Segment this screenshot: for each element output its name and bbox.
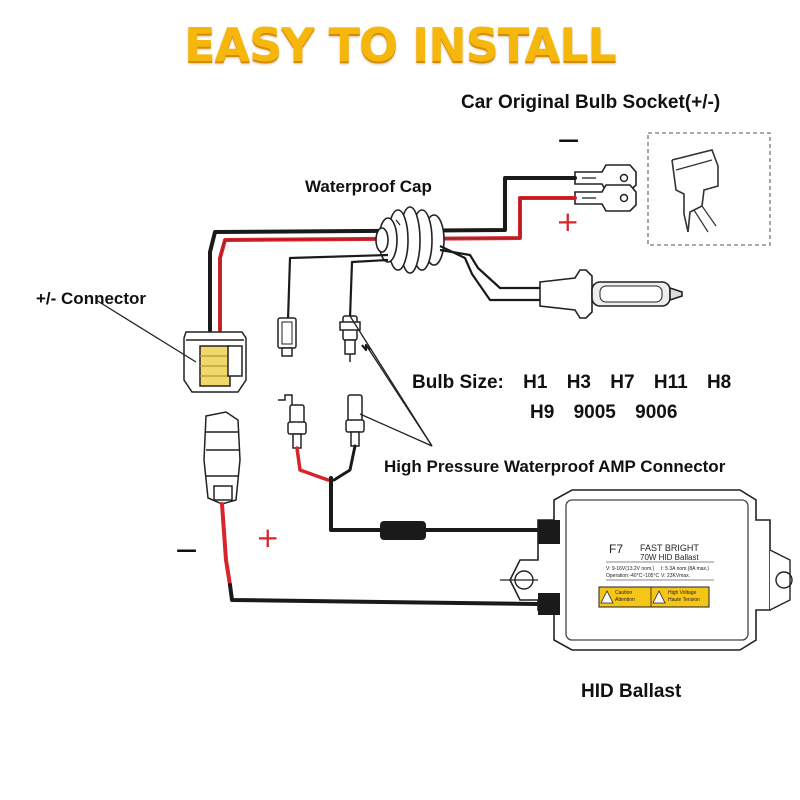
power-wires: [208, 176, 577, 332]
ballast-input-wires: [220, 502, 540, 606]
plus-minus-connector-lower: [203, 411, 241, 505]
plus-sign-ballast: +: [256, 521, 280, 554]
ballast-spec: I: 5.3A nom.(8A max.): [661, 566, 710, 572]
plus-sign-socket: +: [556, 205, 580, 238]
ballast-warning: Haute Tension: [668, 597, 700, 603]
hid-bulb: [539, 269, 683, 319]
ballast-warning: Caution: [615, 590, 633, 596]
minus-sign-ballast: −: [174, 533, 200, 568]
bulb-cables: [286, 245, 575, 352]
amp-connectors-upper: [277, 315, 361, 362]
ballast-model: F7: [609, 542, 624, 556]
bulb-size-label: Bulb Size:: [412, 372, 504, 393]
waterproof-cap: [375, 206, 445, 274]
bulb-size-item: H3: [566, 372, 591, 393]
bulb-size-row-2: H9 9005 9006: [530, 402, 691, 424]
amp-connectors-lower: [278, 394, 365, 449]
ballast-output-wires: [295, 444, 540, 540]
spade-terminals: [574, 164, 637, 212]
ballast-brand: FAST BRIGHT: [640, 543, 699, 553]
ballast-product: 70W HID Ballast: [640, 553, 699, 562]
hid-ballast: [500, 489, 793, 651]
ballast-warning: High Voltage: [668, 590, 697, 596]
ballast-spec: Operation:-40°C~105°C: [606, 573, 660, 579]
bulb-socket: [647, 132, 771, 246]
bulb-size-item: 9005: [573, 402, 616, 423]
bulb-size-row-1: Bulb Size: H1 H3 H7 H11 H8: [412, 372, 745, 394]
minus-sign-socket: −: [556, 123, 582, 158]
connector-label: +/- Connector: [36, 289, 147, 308]
amp-connector-label: High Pressure Waterproof AMP Connector: [384, 457, 726, 476]
waterproof-cap-label: Waterproof Cap: [305, 177, 432, 196]
headline: EASY TO INSTALL: [184, 18, 617, 72]
ballast-spec: V: 23KVmax.: [661, 573, 690, 579]
bulb-size-item: H9: [530, 402, 555, 423]
bulb-size-item: 9006: [635, 402, 678, 423]
bulb-size-item: H11: [653, 372, 688, 393]
bulb-size-item: H1: [523, 372, 548, 393]
plus-minus-connector-upper: [183, 331, 247, 393]
leader-lines: [95, 219, 433, 447]
ballast-warning: Attention: [615, 597, 635, 603]
ballast-label: HID Ballast: [581, 681, 682, 702]
ballast-spec: V: 9-16V(13.2V nom.): [606, 566, 655, 572]
socket-label: Car Original Bulb Socket(+/-): [461, 92, 721, 113]
bulb-size-item: H7: [610, 372, 635, 393]
bulb-size-item: H8: [706, 372, 732, 393]
